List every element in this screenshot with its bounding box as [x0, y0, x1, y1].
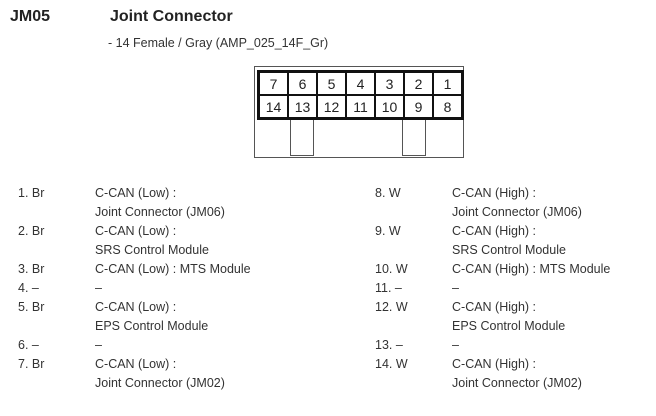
pin-description: C-CAN (High) : SRS Control Module: [452, 224, 566, 257]
pin-description: C-CAN (Low) : EPS Control Module: [95, 300, 209, 333]
pin-cell: 10: [375, 95, 404, 118]
pin-description: C-CAN (Low) : Joint Connector (JM02): [95, 357, 225, 390]
pin-list-right: 8. W C-CAN (High) : Joint Connector (JM06…: [375, 184, 610, 393]
pin-grid: 7 6 5 4 3 2 1 14 13 12 11 10 9 8: [257, 70, 464, 120]
pin-cell: 4: [346, 72, 375, 95]
pin-number: 9. W: [375, 224, 401, 238]
pin-cell: 3: [375, 72, 404, 95]
pin-cell: 8: [433, 95, 462, 118]
pin-description: –: [452, 338, 459, 352]
pin-row: 5. Br C-CAN (Low) : EPS Control Module: [18, 298, 251, 336]
pin-number: 10. W: [375, 262, 408, 276]
pin-row: 11. – –: [375, 279, 610, 298]
pin-cell: 6: [288, 72, 317, 95]
pin-description: C-CAN (High) : EPS Control Module: [452, 300, 566, 333]
pin-cell: 13: [288, 95, 317, 118]
pin-row: 12. W C-CAN (High) : EPS Control Module: [375, 298, 610, 336]
pin-row: 6. – –: [18, 336, 251, 355]
pin-number: 14. W: [375, 357, 408, 371]
pin-description: –: [95, 281, 102, 295]
pin-number: 1. Br: [18, 186, 45, 200]
connector-lock-left: [290, 118, 314, 156]
pin-row: 2. Br C-CAN (Low) : SRS Control Module: [18, 222, 251, 260]
pin-row: 7. Br C-CAN (Low) : Joint Connector (JM02…: [18, 355, 251, 393]
pin-cell: 12: [317, 95, 346, 118]
pin-number: 12. W: [375, 300, 408, 314]
pin-row: 14. W C-CAN (High) : Joint Connector (JM0…: [375, 355, 610, 393]
pin-row: 9. W C-CAN (High) : SRS Control Module: [375, 222, 610, 260]
pin-number: 13. –: [375, 338, 403, 352]
pin-row: 10. W C-CAN (High) : MTS Module: [375, 260, 610, 279]
pin-number: 8. W: [375, 186, 401, 200]
pin-list-left: 1. Br C-CAN (Low) : Joint Connector (JM06…: [18, 184, 251, 393]
pin-description: C-CAN (High) : Joint Connector (JM06): [452, 186, 582, 219]
pin-cell: 11: [346, 95, 375, 118]
pin-cell: 14: [259, 95, 288, 118]
pin-row: 4. – –: [18, 279, 251, 298]
pin-row: 3. Br C-CAN (Low) : MTS Module: [18, 260, 251, 279]
pin-number: 2. Br: [18, 224, 45, 238]
pin-description: C-CAN (Low) : SRS Control Module: [95, 224, 209, 257]
pin-description: –: [452, 281, 459, 295]
pin-number: 5. Br: [18, 300, 45, 314]
pin-description: C-CAN (High) : MTS Module: [452, 262, 611, 276]
pin-cell: 7: [259, 72, 288, 95]
pin-cell: 9: [404, 95, 433, 118]
pin-cell: 1: [433, 72, 462, 95]
pin-number: 7. Br: [18, 357, 45, 371]
page-title: Joint Connector: [110, 8, 233, 25]
pin-description: C-CAN (High) : Joint Connector (JM02): [452, 357, 582, 390]
pin-description: C-CAN (Low) : MTS Module: [95, 262, 251, 276]
pin-row: 8. W C-CAN (High) : Joint Connector (JM06…: [375, 184, 610, 222]
pin-row: 1. Br C-CAN (Low) : Joint Connector (JM06…: [18, 184, 251, 222]
pin-number: 4. –: [18, 281, 39, 295]
pin-cell: 5: [317, 72, 346, 95]
pin-description: –: [95, 338, 102, 352]
connector-lock-right: [402, 118, 426, 156]
connector-code: JM05: [10, 8, 51, 25]
pin-description: C-CAN (Low) : Joint Connector (JM06): [95, 186, 225, 219]
connector-spec: - 14 Female / Gray (AMP_025_14F_Gr): [108, 36, 329, 50]
pin-cell: 2: [404, 72, 433, 95]
pin-number: 11. –: [375, 281, 402, 295]
pin-number: 6. –: [18, 338, 39, 352]
pin-row: 13. – –: [375, 336, 610, 355]
pin-number: 3. Br: [18, 262, 45, 276]
